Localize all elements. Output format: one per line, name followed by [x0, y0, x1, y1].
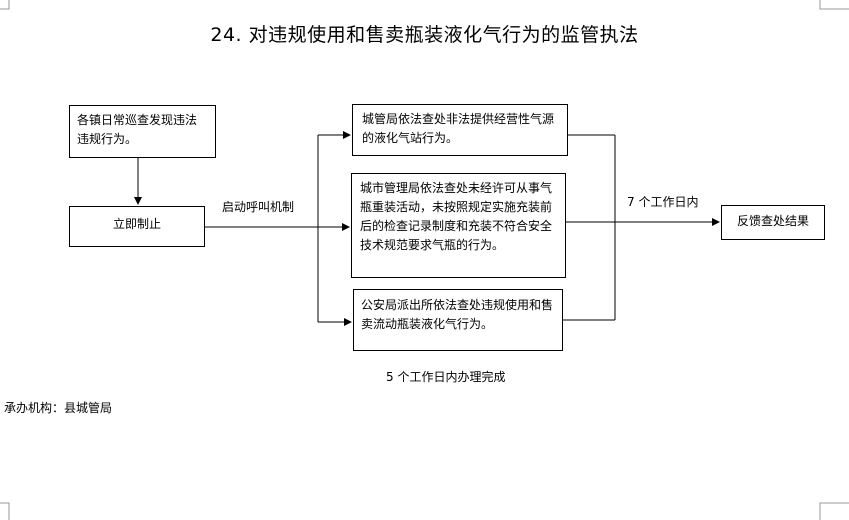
crop-mark-bottom-left — [0, 502, 10, 520]
label-five-days: 5 个工作日内办理完成 — [386, 370, 506, 384]
node-branch1: 城管局依法查处非法提供经营性气源的液化气站行为。 — [352, 104, 568, 156]
node-discover: 各镇日常巡查发现违法违规行为。 — [69, 105, 216, 158]
footer-organizer: 承办机构：县城管局 — [4, 401, 113, 415]
node-branch2-text: 城市管理局依法查处未经许可从事气瓶重装活动，未按照规定实施充装前后的检查记录制度… — [360, 181, 553, 252]
node-branch3: 公安局派出所依法查处违规使用和售卖流动瓶装液化气行为。 — [353, 289, 563, 351]
label-seven-days: 7 个工作日内 — [627, 195, 699, 209]
crop-mark-top-right — [819, 0, 849, 10]
crop-mark-bottom-right — [819, 502, 849, 520]
page-title: 24. 对违规使用和售卖瓶装液化气行为的监管执法 — [210, 24, 639, 46]
node-feedback-text: 反馈查处结果 — [736, 214, 809, 228]
label-mechanism: 启动呼叫机制 — [222, 200, 295, 214]
crop-mark-top-left — [0, 0, 10, 10]
node-stop: 立即制止 — [69, 206, 205, 247]
node-branch3-text: 公安局派出所依法查处违规使用和售卖流动瓶装液化气行为。 — [361, 298, 554, 331]
node-branch1-text: 城管局依法查处非法提供经营性气源的液化气站行为。 — [362, 112, 555, 145]
node-stop-text: 立即制止 — [112, 217, 161, 231]
node-discover-text: 各镇日常巡查发现违法违规行为。 — [77, 113, 198, 146]
node-branch2: 城市管理局依法查处未经许可从事气瓶重装活动，未按照规定实施充装前后的检查记录制度… — [351, 173, 566, 278]
node-feedback: 反馈查处结果 — [721, 205, 825, 240]
